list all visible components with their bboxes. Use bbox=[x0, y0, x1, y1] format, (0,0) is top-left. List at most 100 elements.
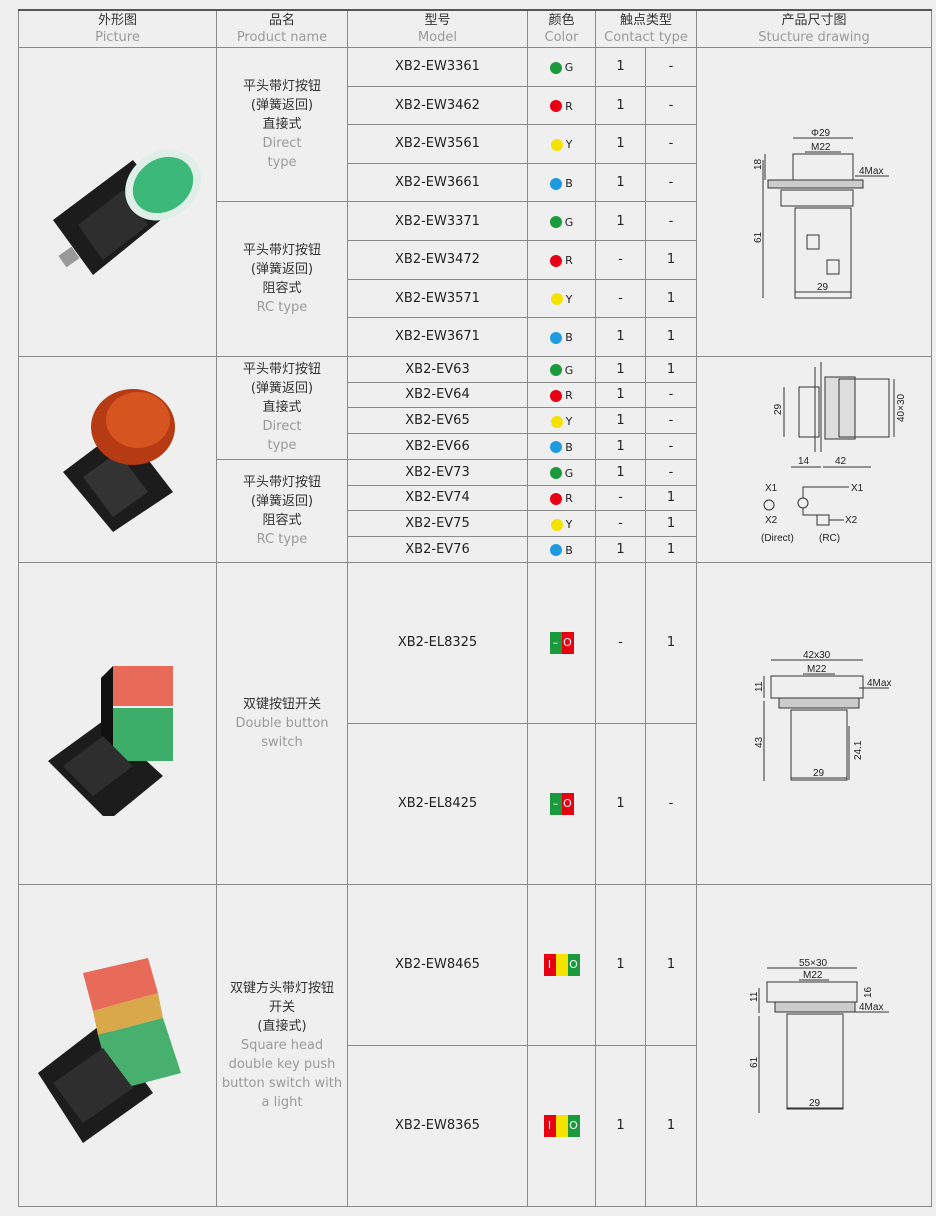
product-name-zh: 直接式 bbox=[262, 117, 302, 133]
header-drawing: 产品尺寸图 Stucture drawing bbox=[696, 9, 933, 48]
color-cell: Y bbox=[527, 124, 596, 164]
model-cell: XB2-EW3472 bbox=[347, 239, 528, 280]
color-code: Y bbox=[565, 292, 573, 306]
contact-no-cell: 1 bbox=[595, 1044, 646, 1207]
contact-nc-cell: - bbox=[644, 47, 698, 87]
color-dot-icon bbox=[550, 293, 563, 306]
product-name-zh: 直接式 bbox=[262, 400, 302, 416]
dim-label: 11 bbox=[749, 991, 760, 1002]
color-code: G bbox=[564, 466, 574, 480]
contact-no-cell: 1 bbox=[595, 883, 646, 1046]
swatch-segment bbox=[555, 953, 568, 976]
color-code: Y bbox=[565, 518, 573, 532]
contact-nc-cell: - bbox=[644, 381, 698, 409]
contact-nc-cell: - bbox=[644, 162, 698, 203]
contact-nc-cell: 1 bbox=[644, 536, 698, 563]
dim-label: 42x30 bbox=[803, 650, 831, 661]
contact-no-cell: 1 bbox=[595, 536, 646, 563]
swatch-segment: I bbox=[543, 953, 556, 976]
model-cell: XB2-EW3661 bbox=[347, 162, 528, 203]
product-photo-red-button bbox=[62, 389, 175, 533]
model-cell: XB2-EW3561 bbox=[347, 124, 528, 164]
model-cell: XB2-EW8465 bbox=[347, 883, 528, 1046]
contact-nc-cell: 1 bbox=[644, 1044, 698, 1207]
swatch-segment: O bbox=[561, 792, 574, 815]
model-cell: XB2-EW3361 bbox=[347, 47, 528, 87]
contact-nc-cell: 1 bbox=[644, 317, 698, 357]
dim-label: 4Max bbox=[859, 166, 883, 177]
swatch-segment: – bbox=[549, 631, 562, 654]
product-name-en: double key push bbox=[228, 1056, 336, 1072]
header-drawing-en: Stucture drawing bbox=[758, 30, 870, 45]
header-picture-zh: 外形图 bbox=[97, 13, 137, 28]
product-name-zh: 双键方头带灯按钮 bbox=[229, 980, 334, 996]
model-cell: XB2-EW3671 bbox=[347, 317, 528, 357]
model-cell: XB2-EV74 bbox=[347, 484, 528, 512]
model-cell: XB2-EV64 bbox=[347, 381, 528, 409]
contact-no-cell: 1 bbox=[595, 407, 646, 434]
product-name-en: type bbox=[267, 438, 297, 454]
color-code: B bbox=[565, 543, 573, 557]
header-product-name-zh: 品名 bbox=[268, 13, 295, 28]
dim-label: 43 bbox=[754, 737, 765, 749]
color-dot-icon bbox=[549, 216, 562, 229]
picture-cell bbox=[18, 355, 217, 563]
header-model-zh: 型号 bbox=[424, 13, 451, 28]
color-dot-icon bbox=[550, 331, 563, 344]
color-cell: G bbox=[527, 201, 596, 241]
product-name-en: switch bbox=[261, 734, 303, 750]
model-cell: XB2-EL8325 bbox=[347, 561, 528, 724]
color-cell: G bbox=[527, 458, 596, 486]
dim-label: 24.1 bbox=[853, 740, 864, 760]
contact-no-cell: 1 bbox=[595, 355, 646, 383]
structure-drawing-square-double-button: 55×30 M22 16 11 4Max 61 29 bbox=[749, 958, 890, 1114]
product-name-zh: 平头带灯按钮 bbox=[242, 243, 321, 259]
swatch-segment: O bbox=[561, 631, 574, 654]
drawing-cell: 55×30 M22 16 11 4Max 61 29 bbox=[696, 883, 933, 1207]
dim-label: 40×30 bbox=[896, 394, 907, 423]
dim-label: 42 bbox=[835, 456, 847, 467]
contact-nc-cell: - bbox=[644, 433, 698, 460]
color-code: G bbox=[564, 61, 574, 75]
color-code: G bbox=[564, 363, 574, 377]
header-color-en: Color bbox=[544, 30, 579, 45]
contact-no-cell: - bbox=[595, 510, 646, 537]
color-code: R bbox=[565, 492, 573, 506]
product-name-en: a light bbox=[261, 1094, 303, 1110]
contact-no-cell: - bbox=[595, 278, 646, 319]
contact-nc-cell: 1 bbox=[644, 484, 698, 512]
product-name-en: Double button bbox=[235, 715, 329, 731]
header-contact-en: Contact type bbox=[604, 30, 688, 45]
contact-nc-cell: - bbox=[644, 722, 698, 885]
product-name-zh: (弹簧返回) bbox=[250, 381, 314, 397]
contact-no-cell: 1 bbox=[595, 722, 646, 885]
color-code: Y bbox=[565, 415, 573, 429]
contact-no-cell: 1 bbox=[595, 162, 646, 203]
drawing-cell: Φ29 M22 4Max 18 61 29 bbox=[696, 47, 933, 357]
color-cell: B bbox=[527, 536, 596, 563]
color-dot-icon bbox=[550, 389, 563, 402]
terminal-label: X1 bbox=[851, 483, 864, 494]
product-name-zh: 平头带灯按钮 bbox=[242, 474, 321, 490]
product-name-zh: 开关 bbox=[268, 999, 295, 1015]
dim-label: M22 bbox=[807, 664, 827, 675]
swatch-segment bbox=[555, 1114, 568, 1137]
color-cell: R bbox=[527, 239, 596, 280]
color-dot-icon bbox=[550, 177, 563, 190]
header-drawing-zh: 产品尺寸图 bbox=[781, 13, 847, 28]
color-dot-icon bbox=[550, 441, 563, 454]
contact-no-cell: 1 bbox=[595, 458, 646, 486]
product-name-en: Direct bbox=[262, 136, 302, 152]
model-cell: XB2-EV73 bbox=[347, 458, 528, 486]
product-name-zh: 平头带灯按钮 bbox=[242, 79, 321, 95]
